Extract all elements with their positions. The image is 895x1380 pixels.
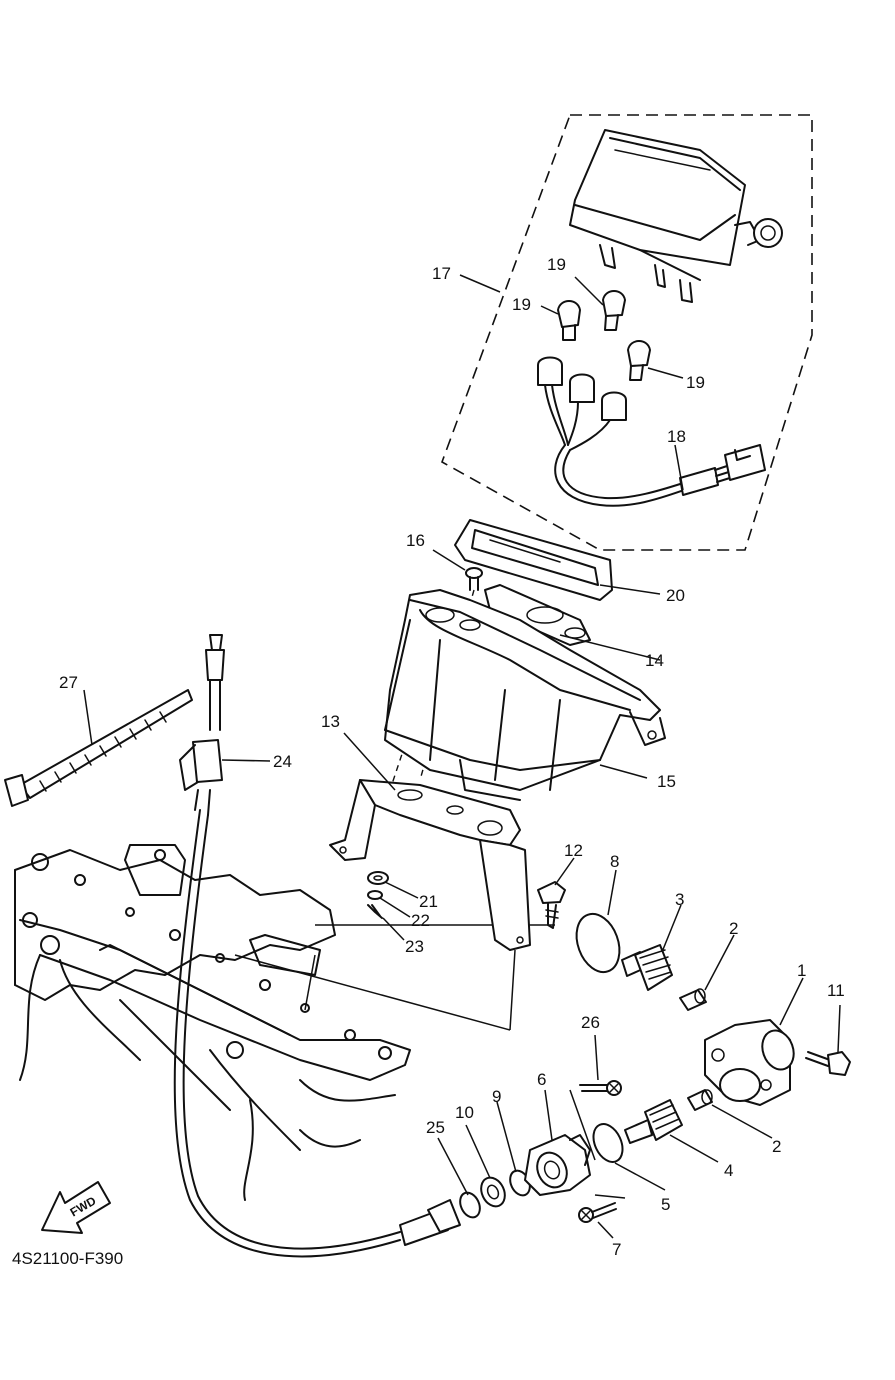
callout-27: 27	[59, 673, 78, 692]
gear-4	[624, 1099, 683, 1144]
callout-19: 19	[512, 295, 531, 314]
bolt-11	[805, 1051, 851, 1076]
callout-19: 19	[547, 255, 566, 274]
o-ring-8	[575, 912, 621, 974]
callout-labels: 1 2 2 3 4 5 6 7 8 9 10 11 12 13 14 15 16…	[59, 255, 845, 1259]
clip-23	[367, 904, 383, 919]
callout-23: 23	[405, 937, 424, 956]
fwd-arrow-icon: FWD	[41, 1181, 111, 1234]
callout-4: 4	[724, 1161, 733, 1180]
callout-19: 19	[686, 373, 705, 392]
callout-2: 2	[729, 919, 738, 938]
callout-8: 8	[610, 852, 619, 871]
speedometer-unit	[569, 129, 783, 303]
diagram-code: 4S21100-F390	[12, 1249, 123, 1268]
callout-24: 24	[273, 752, 292, 771]
bolt-12	[537, 881, 566, 929]
o-ring-5	[592, 1123, 624, 1163]
callout-21: 21	[419, 892, 438, 911]
meter-housing	[384, 589, 666, 801]
callout-14: 14	[645, 651, 664, 670]
meter-bracket	[329, 779, 531, 951]
callout-20: 20	[666, 586, 685, 605]
gear-3	[621, 944, 673, 991]
screw-26	[579, 1080, 622, 1096]
bearing-10	[480, 1176, 506, 1208]
bulb-19	[557, 300, 581, 341]
callout-9: 9	[492, 1087, 501, 1106]
meter-cover	[454, 519, 613, 601]
cable-tie	[4, 689, 193, 807]
screw-16	[465, 567, 483, 591]
gear-unit-1	[704, 1019, 795, 1106]
speedometer-cable	[173, 634, 461, 1258]
bushing-2	[687, 1089, 713, 1111]
callout-2: 2	[772, 1137, 781, 1156]
callout-13: 13	[321, 712, 340, 731]
screw-7	[578, 1202, 617, 1223]
callout-12: 12	[564, 841, 583, 860]
callout-leaders	[83, 274, 841, 1239]
grommet-21	[367, 871, 389, 885]
callout-22: 22	[411, 911, 430, 930]
bulb-19	[602, 290, 626, 331]
callout-18: 18	[667, 427, 686, 446]
bulb-19	[627, 340, 651, 381]
callout-16: 16	[406, 531, 425, 550]
wire-harness	[537, 356, 766, 507]
callout-3: 3	[675, 890, 684, 909]
meter-assembly-outline	[441, 114, 813, 551]
callout-26: 26	[581, 1013, 600, 1032]
frame-bracket	[14, 844, 411, 1201]
bushing-2	[679, 988, 707, 1011]
callout-15: 15	[657, 772, 676, 791]
callout-6: 6	[537, 1070, 546, 1089]
callout-1: 1	[797, 961, 806, 980]
callout-10: 10	[455, 1103, 474, 1122]
o-ring-25	[459, 1191, 481, 1219]
callout-25: 25	[426, 1118, 445, 1137]
callout-7: 7	[612, 1240, 621, 1259]
callout-11: 11	[827, 981, 845, 1000]
gear-housing-6	[524, 1134, 591, 1196]
callout-17: 17	[432, 264, 451, 283]
collar-22	[367, 890, 383, 900]
callout-5: 5	[661, 1195, 670, 1214]
